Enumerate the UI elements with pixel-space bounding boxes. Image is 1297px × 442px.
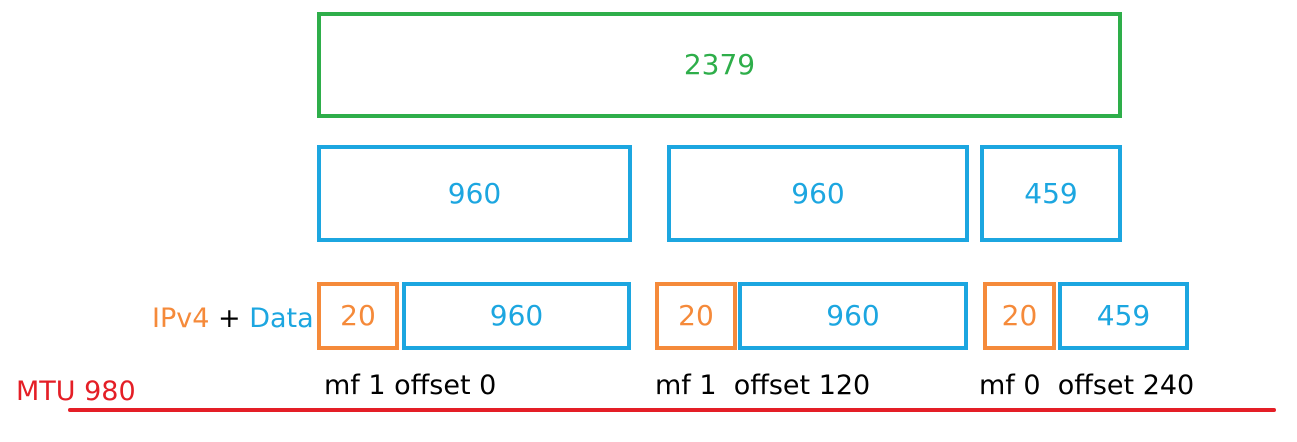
payload-size-2: 960 [791,176,845,210]
fragment-3-data-size: 459 [1096,299,1151,332]
payload-size-3: 459 [1024,176,1078,210]
original-datagram-box: 2379 [317,12,1122,118]
legend-plus: + [218,303,241,334]
fragment-1-data-box: 960 [402,282,631,350]
mtu-line [68,408,1276,412]
fragment-1-header-size: 20 [340,299,376,332]
fragment-2-data-size: 960 [826,299,880,332]
fragment-1-label: mf 1 offset 0 [324,370,497,401]
legend-ipv4: IPv4 [152,303,210,334]
payload-size-1: 960 [447,176,502,210]
fragment-3-header-size: 20 [1001,299,1038,332]
fragment-2-header-size: 20 [678,299,714,332]
fragment-2-header-box: 20 [655,282,737,350]
fragment-3-data-box: 459 [1058,282,1189,350]
fragment-3-label: mf 0 offset 240 [979,370,1195,401]
mtu-label: MTU 980 [16,376,136,407]
original-datagram-size: 2379 [683,48,756,81]
payload-box-2: 960 [667,145,969,242]
fragment-2-label: mf 1 offset 120 [655,370,871,401]
fragment-2-data-box: 960 [738,282,968,350]
fragment-1-data-size: 960 [489,299,544,332]
payload-box-3: 459 [980,145,1122,242]
payload-box-1: 960 [317,145,632,242]
legend-data: Data [249,303,314,334]
fragment-3-header-box: 20 [983,282,1056,350]
fragment-1-header-box: 20 [317,282,399,350]
fragment-legend: IPv4 + Data [152,305,314,332]
